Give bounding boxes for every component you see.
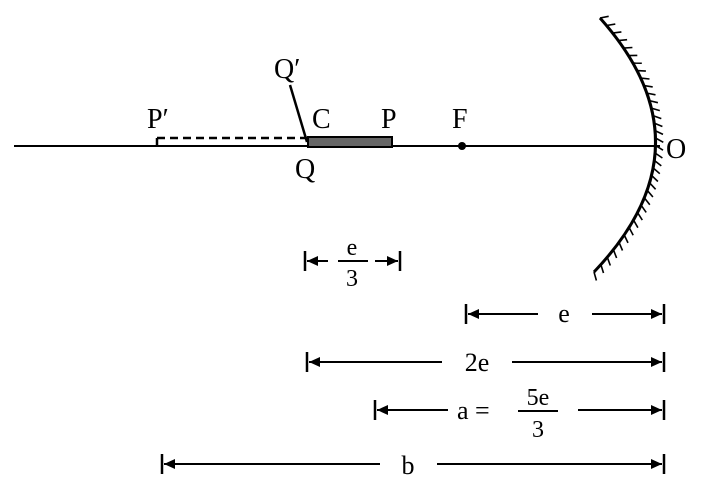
dim-e3-numerator: e [347, 235, 358, 261]
mirror-hatch [651, 107, 661, 112]
dim-a-denominator: 3 [532, 417, 544, 443]
label-q: Q [295, 154, 315, 185]
mirror-hatch [646, 92, 656, 96]
dimension-e-over-3: e 3 [303, 235, 402, 292]
label-p-prime: P′ [147, 104, 169, 135]
mirror-hatch [599, 15, 609, 19]
mirror-hatch [612, 31, 622, 34]
mirror-hatch [600, 264, 605, 274]
mirror-hatch [651, 174, 659, 183]
image-p-prime-q [155, 136, 307, 146]
mirror-hatch [646, 189, 654, 198]
mirror-hatch [652, 114, 662, 120]
mirror-hatch [623, 46, 633, 49]
line-q-q-prime [288, 84, 309, 143]
mirror-hatch [643, 197, 651, 206]
dimension-e: e [464, 299, 666, 328]
mirror-hatch [653, 122, 663, 128]
mirror-hatch [612, 249, 618, 259]
mirror-hatch [655, 144, 664, 151]
dim-b-label: b [402, 451, 415, 480]
mirror-hatch [593, 271, 598, 281]
mirror-hatch [652, 167, 661, 175]
dim-a-numerator: 5e [527, 385, 550, 411]
mirror-hatch [618, 38, 628, 42]
dim-a-lhs: a = [457, 396, 490, 425]
mirror-hatch [628, 227, 634, 236]
mirror-hatch [649, 182, 657, 190]
object-cp [307, 136, 393, 148]
mirror-hatch [632, 219, 639, 229]
label-c: C [312, 104, 331, 135]
mirror-hatch [636, 69, 646, 72]
mirror-hatch [623, 234, 629, 244]
label-p: P [381, 104, 397, 135]
mirror-hatch [618, 241, 624, 251]
mirror-hatch [640, 204, 647, 213]
dim-e3-denominator: 3 [346, 266, 358, 292]
dim-e-label: e [558, 299, 570, 328]
label-f: F [452, 104, 468, 135]
mirror-hatch [653, 159, 662, 167]
dimension-a: a = 5e 3 [373, 385, 666, 443]
concave-mirror [592, 15, 664, 281]
mirror-hatch [643, 84, 653, 88]
mirror-hatch [655, 137, 664, 144]
mirror-hatch [649, 99, 659, 104]
mirror-hatch [654, 129, 664, 136]
mirror-hatch [606, 23, 616, 27]
mirror-hatch [606, 256, 612, 266]
focus-point [458, 142, 466, 150]
mirror-hatch [654, 152, 663, 159]
mirror-hatch [636, 212, 643, 221]
dim-2e-label: 2e [465, 348, 490, 377]
mirror-hatch [640, 77, 650, 80]
dimension-b: b [160, 451, 666, 480]
label-q-prime: Q′ [274, 54, 300, 85]
dimension-2e: 2e [305, 348, 666, 377]
label-o: O [666, 134, 686, 165]
